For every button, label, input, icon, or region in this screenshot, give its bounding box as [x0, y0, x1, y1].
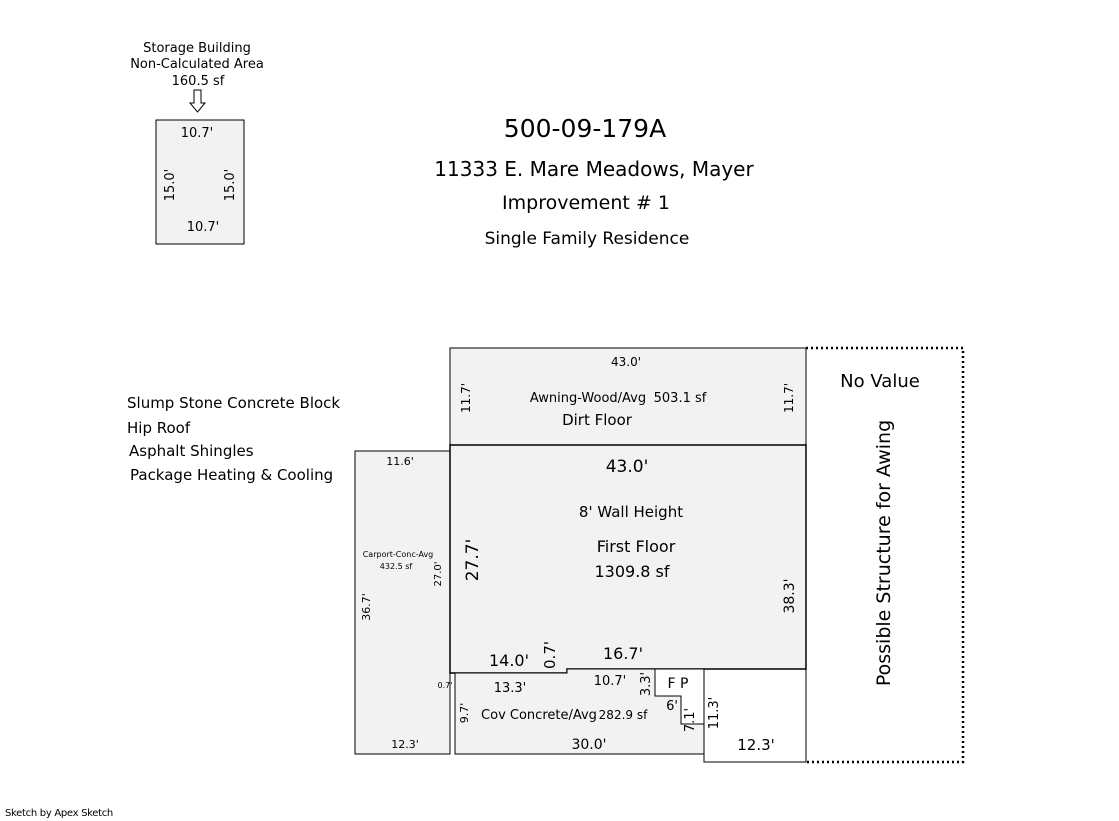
first-floor-name: First Floor — [597, 537, 676, 556]
storage-label: Storage Building — [143, 41, 251, 56]
awning-area-value: 503.1 sf — [654, 391, 707, 406]
porch-dim-left: 9.7' — [458, 703, 471, 724]
feature-hvac: Package Heating & Cooling — [130, 466, 333, 484]
floor-dim-top: 43.0' — [606, 457, 649, 477]
right-dim-bottom: 12.3' — [737, 736, 775, 754]
fireplace-dim-w: 6' — [666, 699, 678, 714]
feature-roof: Hip Roof — [127, 419, 191, 437]
porch-dim-mid: 10.7' — [594, 674, 627, 689]
carport-dim-left: 36.7' — [360, 593, 373, 621]
porch-name: Cov Concrete/Avg — [481, 708, 597, 723]
storage-dim-right: 15.0' — [223, 169, 238, 202]
storage-dim-left: 15.0' — [163, 169, 178, 202]
floor-dim-step: 0.7' — [541, 641, 559, 669]
floor-dim-left: 27.7' — [463, 539, 483, 582]
porch-dim-step: 3.3' — [639, 672, 654, 696]
no-value-title: No Value — [840, 371, 920, 392]
property-type: Single Family Residence — [485, 229, 690, 249]
right-dim-lower: 11.3' — [707, 697, 722, 730]
storage-dim-bottom: 10.7' — [187, 220, 220, 235]
improvement-label: Improvement # 1 — [502, 192, 670, 214]
right-lower-segment — [703, 669, 807, 763]
storage-area: 160.5 sf — [172, 74, 225, 89]
fireplace-label: F P — [668, 676, 689, 692]
first-floor-area — [449, 444, 807, 674]
carport-area — [354, 450, 451, 755]
down-arrow-icon — [188, 89, 207, 113]
awning-dim-top: 43.0' — [611, 355, 641, 369]
carport-dim-inner: 27.0' — [433, 561, 444, 586]
storage-building — [155, 119, 245, 245]
porch-area-value: 282.9 sf — [599, 708, 648, 722]
carport-dim-bottom: 12.3' — [391, 738, 419, 751]
floor-dim-bottom-b: 16.7' — [603, 644, 643, 663]
storage-sublabel: Non-Calculated Area — [130, 57, 264, 72]
first-floor-area-value: 1309.8 sf — [594, 562, 669, 581]
feature-walls: Slump Stone Concrete Block — [127, 394, 340, 412]
carport-area-value: 432.5 sf — [380, 562, 413, 571]
carport-name: Carport-Conc-Avg — [363, 550, 434, 559]
carport-dim-top: 11.6' — [386, 455, 414, 468]
carport-dim-small: 0.7' — [438, 681, 453, 690]
awning-area — [449, 347, 807, 446]
awning-dim-right: 11.7' — [782, 383, 796, 413]
wall-height: 8' Wall Height — [579, 503, 683, 521]
awning-dim-left: 11.7' — [459, 383, 473, 413]
fireplace-dim-h: 7.1' — [683, 708, 698, 732]
address: 11333 E. Mare Meadows, Mayer — [434, 157, 754, 181]
awning-floor: Dirt Floor — [562, 411, 633, 429]
storage-dim-top: 10.7' — [181, 126, 214, 141]
floor-dim-bottom-a: 14.0' — [489, 651, 529, 670]
porch-dim-top: 13.3' — [494, 681, 527, 696]
sketch-credit: Sketch by Apex Sketch — [5, 808, 113, 819]
no-value-note: Possible Structure for Awing — [873, 420, 895, 686]
floor-dim-right: 38.3' — [782, 578, 798, 613]
porch-dim-bottom: 30.0' — [571, 737, 606, 753]
awning-name: Awning-Wood/Avg — [530, 391, 646, 406]
feature-roofing: Asphalt Shingles — [129, 442, 254, 460]
parcel-number: 500-09-179A — [504, 114, 666, 143]
